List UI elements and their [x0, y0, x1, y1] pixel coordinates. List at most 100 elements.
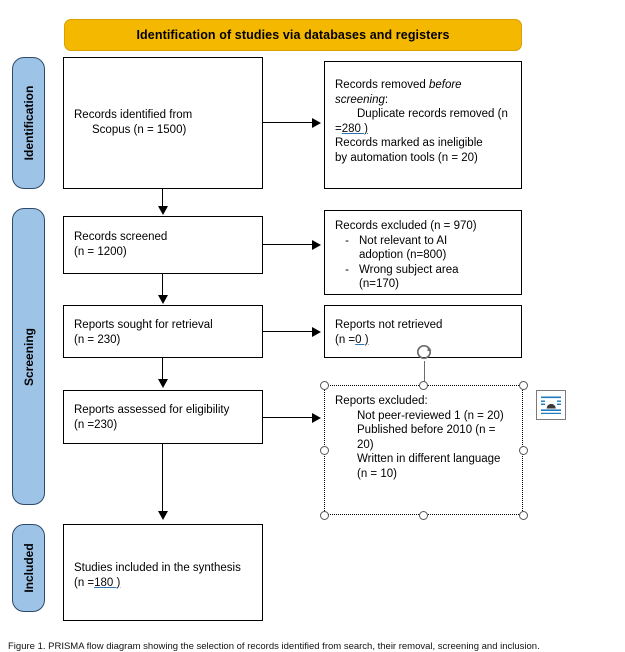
reports-sought-line1: Reports sought for retrieval [74, 319, 213, 331]
arrowhead-sought-to-assessed [158, 379, 168, 388]
duplicate-records-line: Duplicate records removed (n [357, 108, 508, 121]
box-reports-assessed-text: Reports assessed for eligibility (n =230… [74, 403, 255, 432]
arrowhead-assessed-to-included [158, 511, 168, 520]
records-screened-line1: Records screened [74, 231, 168, 243]
records-removed-lead: Records removed [335, 79, 429, 91]
duplicate-count-field[interactable]: 280 ) [341, 122, 368, 135]
box-studies-included-text: Studies included in the synthesis (n =18… [74, 561, 255, 590]
connector-identified-to-screened [162, 189, 164, 207]
selected-shape-reports-excluded[interactable]: Reports excluded: Not peer-reviewed 1 (n… [324, 385, 523, 515]
bullet-1-text: Not relevant to AI adoption (n=800) [359, 234, 514, 263]
records-excluded-bullet-2: - Wrong subject area (n=170) [335, 263, 514, 292]
arrowhead-identified-to-removed [312, 118, 321, 128]
diagram-banner-title[interactable]: Identification of studies via databases … [64, 19, 522, 51]
arrowhead-screened-to-excluded [312, 240, 321, 250]
reports-assessed-line1: Reports assessed for eligibility [74, 404, 230, 416]
records-removed-line1: Records removed before [335, 78, 514, 93]
box-records-removed-text: Records removed before screening: Duplic… [335, 78, 514, 166]
connector-identified-to-removed [263, 122, 313, 124]
reports-excluded-heading: Reports excluded: [335, 395, 428, 407]
bullet-2-line1: Wrong subject area [359, 263, 459, 276]
selection-handle-middle-left[interactable] [320, 446, 329, 455]
records-removed-colon: : [384, 93, 389, 106]
arrowhead-assessed-to-reportsexcluded [312, 413, 321, 423]
stage-label-included[interactable]: Included [12, 524, 45, 612]
arrowhead-identified-to-screened [158, 206, 168, 215]
ineligible-line2: by automation tools (n = 20) [335, 151, 478, 164]
records-identified-line1: Records identified from [74, 109, 193, 121]
bullet-2-line2: (n=170) [359, 278, 399, 291]
connector-screened-to-sought [162, 274, 164, 296]
ineligible-line1: Records marked as ineligible [335, 137, 483, 150]
box-reports-not-retrieved-text: Reports not retrieved (n =0 ) [335, 318, 514, 347]
rotate-handle-icon[interactable] [415, 342, 435, 362]
stage-identification-text: Identification [21, 85, 36, 161]
stage-included-text: Included [21, 543, 36, 593]
selection-handle-bottom-right[interactable] [519, 511, 528, 520]
banner-label: Identification of studies via databases … [136, 28, 450, 42]
studies-included-prefix: (n = [74, 576, 95, 589]
selection-handle-bottom-center[interactable] [419, 511, 428, 520]
box-records-excluded[interactable]: Records excluded (n = 970) - Not relevan… [324, 210, 522, 295]
box-records-excluded-text: Records excluded (n = 970) - Not relevan… [335, 219, 514, 292]
reports-excluded-line5: (n = 10) [357, 467, 397, 480]
selection-handle-middle-right[interactable] [519, 446, 528, 455]
connector-assessed-to-reportsexcluded [263, 417, 313, 419]
reports-sought-line2: (n = 230) [74, 333, 121, 346]
box-records-screened-text: Records screened (n = 1200) [74, 230, 255, 259]
box-reports-sought-text: Reports sought for retrieval (n = 230) [74, 318, 255, 347]
box-reports-assessed[interactable]: Reports assessed for eligibility (n =230… [63, 390, 263, 444]
studies-included-count-field[interactable]: 180 ) [94, 576, 121, 589]
box-reports-not-retrieved[interactable]: Reports not retrieved (n =0 ) [324, 305, 522, 358]
reports-excluded-line1: Not peer-reviewed 1 (n = 20) [357, 409, 504, 422]
box-records-identified[interactable]: Records identified from Scopus (n = 1500… [63, 57, 263, 189]
duplicate-eq: = [335, 122, 342, 135]
records-removed-em1: before [428, 79, 462, 91]
records-removed-em2: screening [335, 93, 385, 106]
records-excluded-bullet-1: - Not relevant to AI adoption (n=800) [335, 234, 514, 263]
selection-handle-top-right[interactable] [519, 381, 528, 390]
box-records-identified-text: Records identified from Scopus (n = 1500… [74, 108, 255, 137]
selected-shape-text: Reports excluded: Not peer-reviewed 1 (n… [335, 394, 516, 482]
not-retrieved-count-field[interactable]: 0 ) [355, 333, 369, 346]
bullet-2-text: Wrong subject area (n=170) [359, 263, 514, 292]
stage-screening-text: Screening [21, 327, 36, 386]
bullet-1-line1: Not relevant to AI [359, 234, 448, 247]
records-excluded-heading: Records excluded (n = 970) [335, 220, 477, 232]
box-studies-included[interactable]: Studies included in the synthesis (n =18… [63, 524, 263, 621]
studies-included-line1: Studies included in the synthesis [74, 562, 241, 574]
reports-excluded-line2: Published before 2010 (n = [357, 424, 496, 437]
bullet-1-line2: adoption (n=800) [359, 249, 447, 262]
selection-handle-top-center[interactable] [419, 381, 428, 390]
reports-not-retrieved-line1: Reports not retrieved [335, 319, 443, 331]
connector-assessed-to-included [162, 444, 164, 512]
connector-sought-to-assessed [162, 358, 164, 380]
layout-options-icon [541, 396, 561, 414]
records-removed-line2: screening: [335, 93, 514, 108]
duplicate-records-count-line: =280 ) [335, 122, 514, 137]
not-retrieved-prefix: (n = [335, 333, 356, 346]
stage-label-screening[interactable]: Screening [12, 208, 45, 505]
box-records-screened[interactable]: Records screened (n = 1200) [63, 216, 263, 274]
arrowhead-screened-to-sought [158, 295, 168, 304]
records-identified-line2: Scopus (n = 1500) [92, 123, 187, 136]
reports-excluded-line3: 20) [357, 438, 374, 451]
bullet-dash: - [345, 234, 349, 247]
studies-included-line2: (n =180 ) [74, 576, 255, 591]
selection-handle-bottom-left[interactable] [320, 511, 329, 520]
connector-sought-to-notretrieved [263, 331, 313, 333]
connector-screened-to-excluded [263, 244, 313, 246]
reports-excluded-line4: Written in different language [357, 453, 501, 466]
records-screened-line2: (n = 1200) [74, 245, 127, 258]
box-records-removed[interactable]: Records removed before screening: Duplic… [324, 61, 522, 189]
arrowhead-sought-to-notretrieved [312, 327, 321, 337]
reports-not-retrieved-line2: (n =0 ) [335, 333, 514, 348]
figure-caption: Figure 1. PRISMA flow diagram showing th… [8, 641, 540, 652]
reports-assessed-line2: (n =230) [74, 418, 118, 431]
rotation-stem [424, 361, 426, 386]
stage-label-identification[interactable]: Identification [12, 57, 45, 189]
layout-options-button[interactable] [536, 390, 566, 420]
selection-handle-top-left[interactable] [320, 381, 329, 390]
box-reports-sought[interactable]: Reports sought for retrieval (n = 230) [63, 305, 263, 358]
